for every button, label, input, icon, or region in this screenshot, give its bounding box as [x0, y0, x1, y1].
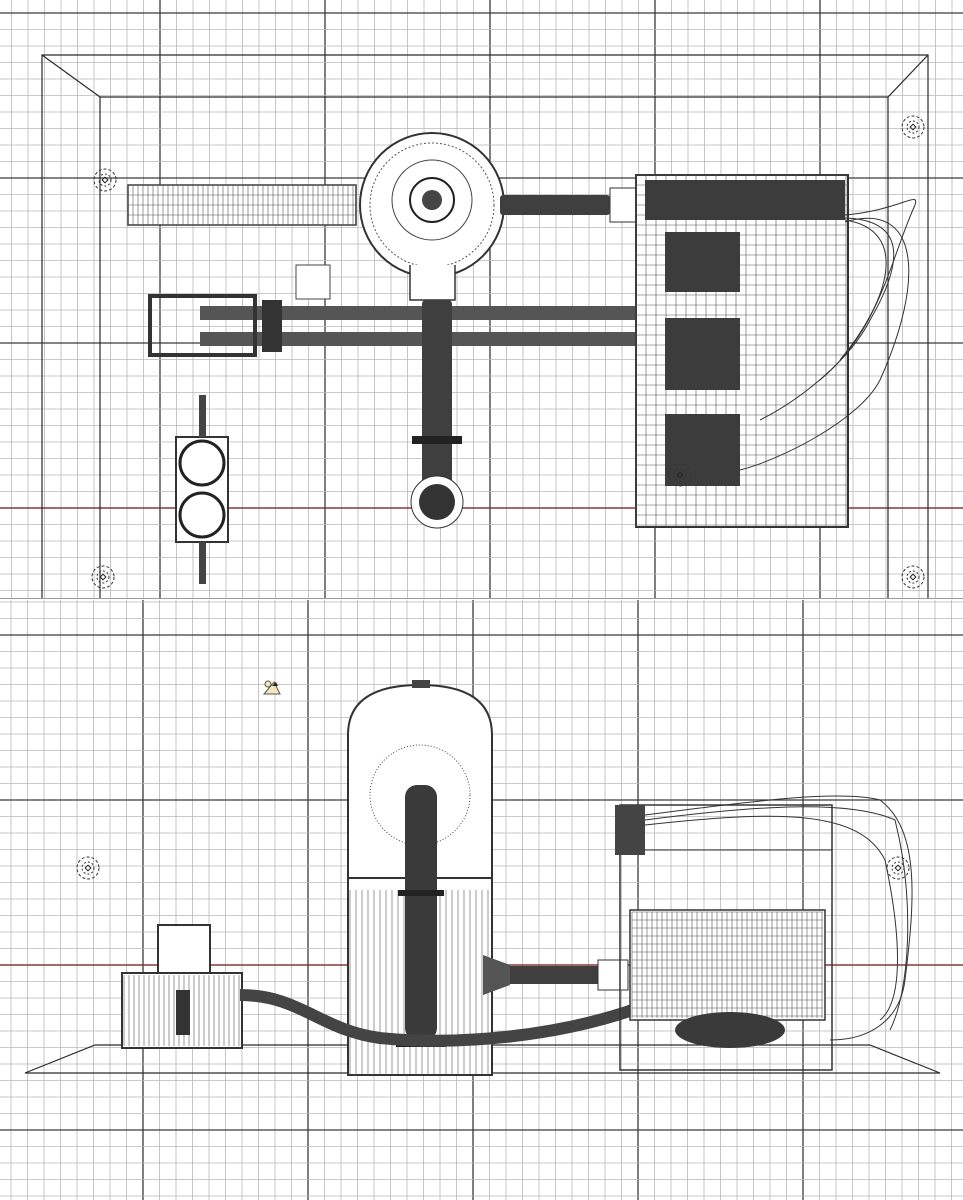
equipment-skid[interactable] — [635, 174, 917, 528]
hose[interactable] — [239, 989, 663, 1047]
tall-vessel[interactable] — [347, 680, 493, 1076]
small-box[interactable] — [295, 264, 331, 300]
finned-coil[interactable] — [127, 184, 357, 226]
grid — [0, 600, 963, 1200]
vessel-top[interactable] — [359, 132, 505, 301]
light-marker-icon[interactable] — [901, 565, 925, 589]
light-marker-icon[interactable] — [93, 168, 117, 192]
light-marker-icon[interactable] — [76, 856, 100, 880]
light-marker-icon[interactable] — [886, 856, 910, 880]
viewport-top[interactable] — [0, 0, 963, 599]
duct-upper[interactable] — [500, 195, 610, 215]
light-marker-icon[interactable] — [901, 115, 925, 139]
equipment-skid-front[interactable] — [615, 795, 913, 1071]
ground-plane — [24, 1044, 941, 1074]
pump-pair[interactable] — [175, 395, 229, 584]
light-marker-icon[interactable] — [668, 463, 692, 487]
pipe-vertical[interactable] — [410, 300, 464, 529]
light-marker-icon[interactable] — [91, 565, 115, 589]
viewport-front[interactable] — [0, 600, 963, 1200]
duct-flange — [609, 187, 639, 223]
camera-light-icon[interactable] — [262, 680, 281, 695]
pipe-run[interactable] — [148, 294, 640, 357]
front-view-canvas[interactable] — [0, 600, 963, 1200]
pump-unit[interactable] — [121, 924, 243, 1049]
floor-plane — [41, 54, 929, 599]
inlet-duct[interactable] — [483, 955, 629, 995]
top-view-canvas[interactable] — [0, 0, 963, 599]
